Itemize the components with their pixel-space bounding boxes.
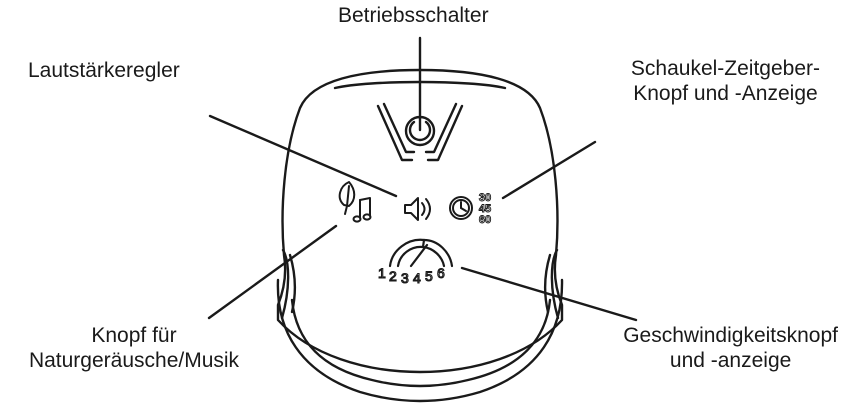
device-shell [276, 68, 564, 374]
power-switch-label: Betriebsschalter [338, 3, 489, 28]
power-icon[interactable] [404, 115, 436, 147]
speed-level: 3 [401, 270, 409, 286]
timer-value: 60 [479, 214, 491, 226]
timer-value: 45 [479, 203, 491, 215]
timer-values: 30 45 60 [478, 192, 491, 227]
leader-volume [208, 114, 398, 198]
speed-label: Geschwindigkeitsknopf und -anzeige [623, 323, 838, 373]
volume-control-label-text: Lautstärkeregler [28, 59, 180, 82]
speed-label-line2: und -anzeige [669, 349, 792, 372]
left-seam [280, 248, 290, 320]
nature-music-label-line2: Naturgeräusche/Musik [28, 349, 240, 372]
device-base [276, 278, 564, 403]
speed-level: 4 [413, 270, 421, 286]
speed-level: 2 [389, 268, 397, 284]
power-bracket-left-inner [382, 102, 416, 154]
speaker-icon[interactable] [404, 197, 431, 221]
right-seam-inner [544, 253, 552, 314]
left-seam-inner [288, 253, 296, 314]
timer-label-line1: Schaukel-Zeitgeber- [630, 57, 820, 80]
speed-level: 5 [425, 268, 433, 284]
music-note-icon[interactable] [352, 197, 372, 223]
speed-dial-icon[interactable] [388, 238, 454, 268]
speed-level: 6 [437, 265, 445, 281]
volume-control-label: Lautstärkeregler [28, 58, 180, 83]
timer-label-line2: Knopf und -Anzeige [633, 82, 818, 105]
leaf-icon[interactable] [338, 181, 356, 215]
power-switch-label-text: Betriebsschalter [338, 4, 489, 27]
power-bracket-left [376, 104, 414, 162]
device-base-inner [290, 298, 552, 388]
speed-level: 1 [378, 265, 386, 281]
power-bracket-right [426, 104, 464, 162]
leader-nature [207, 224, 338, 320]
nature-music-label: Knopf für Naturgeräusche/Musik [5, 323, 263, 373]
power-bracket-right-inner [424, 102, 458, 154]
right-seam [550, 248, 560, 320]
timer-value: 30 [479, 192, 491, 204]
nature-music-label-line1: Knopf für [91, 324, 177, 347]
leader-timer [501, 140, 597, 200]
speed-levels: 1 2 3 4 5 6 [377, 264, 445, 286]
timer-label: Schaukel-Zeitgeber- Knopf und -Anzeige [631, 56, 820, 106]
clock-icon[interactable] [449, 196, 473, 220]
leader-speed [460, 266, 638, 322]
speed-label-line1: Geschwindigkeitsknopf [623, 324, 838, 347]
